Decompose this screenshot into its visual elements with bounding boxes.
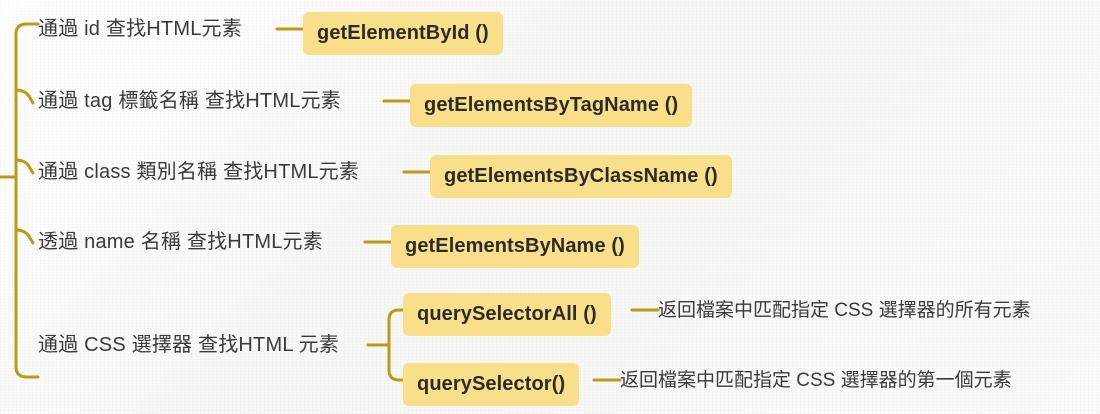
method-box-querySelectorAll[interactable]: querySelectorAll () <box>403 293 611 336</box>
description-querySelector: 返回檔案中匹配指定 CSS 選擇器的第一個元素 <box>620 370 1012 391</box>
method-box-getElementById[interactable]: getElementById () <box>303 12 503 55</box>
branch-label-by-id: 通過 id 查找HTML元素 <box>38 18 242 40</box>
row-connector-dashes <box>275 27 432 244</box>
branch-label-by-css-selector: 通過 CSS 選擇器 查找HTML 元素 <box>38 334 340 356</box>
sub-brace-icon <box>366 308 407 382</box>
branch-label-by-tag: 通過 tag 標籤名稱 查找HTML元素 <box>38 90 341 112</box>
branch-label-by-name: 透過 name 名稱 查找HTML元素 <box>38 231 323 253</box>
method-box-getElementsByTagName[interactable]: getElementsByTagName () <box>410 84 693 127</box>
method-box-querySelector[interactable]: querySelector() <box>403 363 580 406</box>
method-box-getElementsByClassName[interactable]: getElementsByClassName () <box>430 155 732 198</box>
description-querySelectorAll: 返回檔案中匹配指定 CSS 選擇器的所有元素 <box>658 300 1031 321</box>
branch-label-by-class: 通過 class 類別名稱 查找HTML元素 <box>38 161 360 183</box>
method-box-getElementsByName[interactable]: getElementsByName () <box>391 225 639 268</box>
main-brace-icon <box>0 22 40 379</box>
